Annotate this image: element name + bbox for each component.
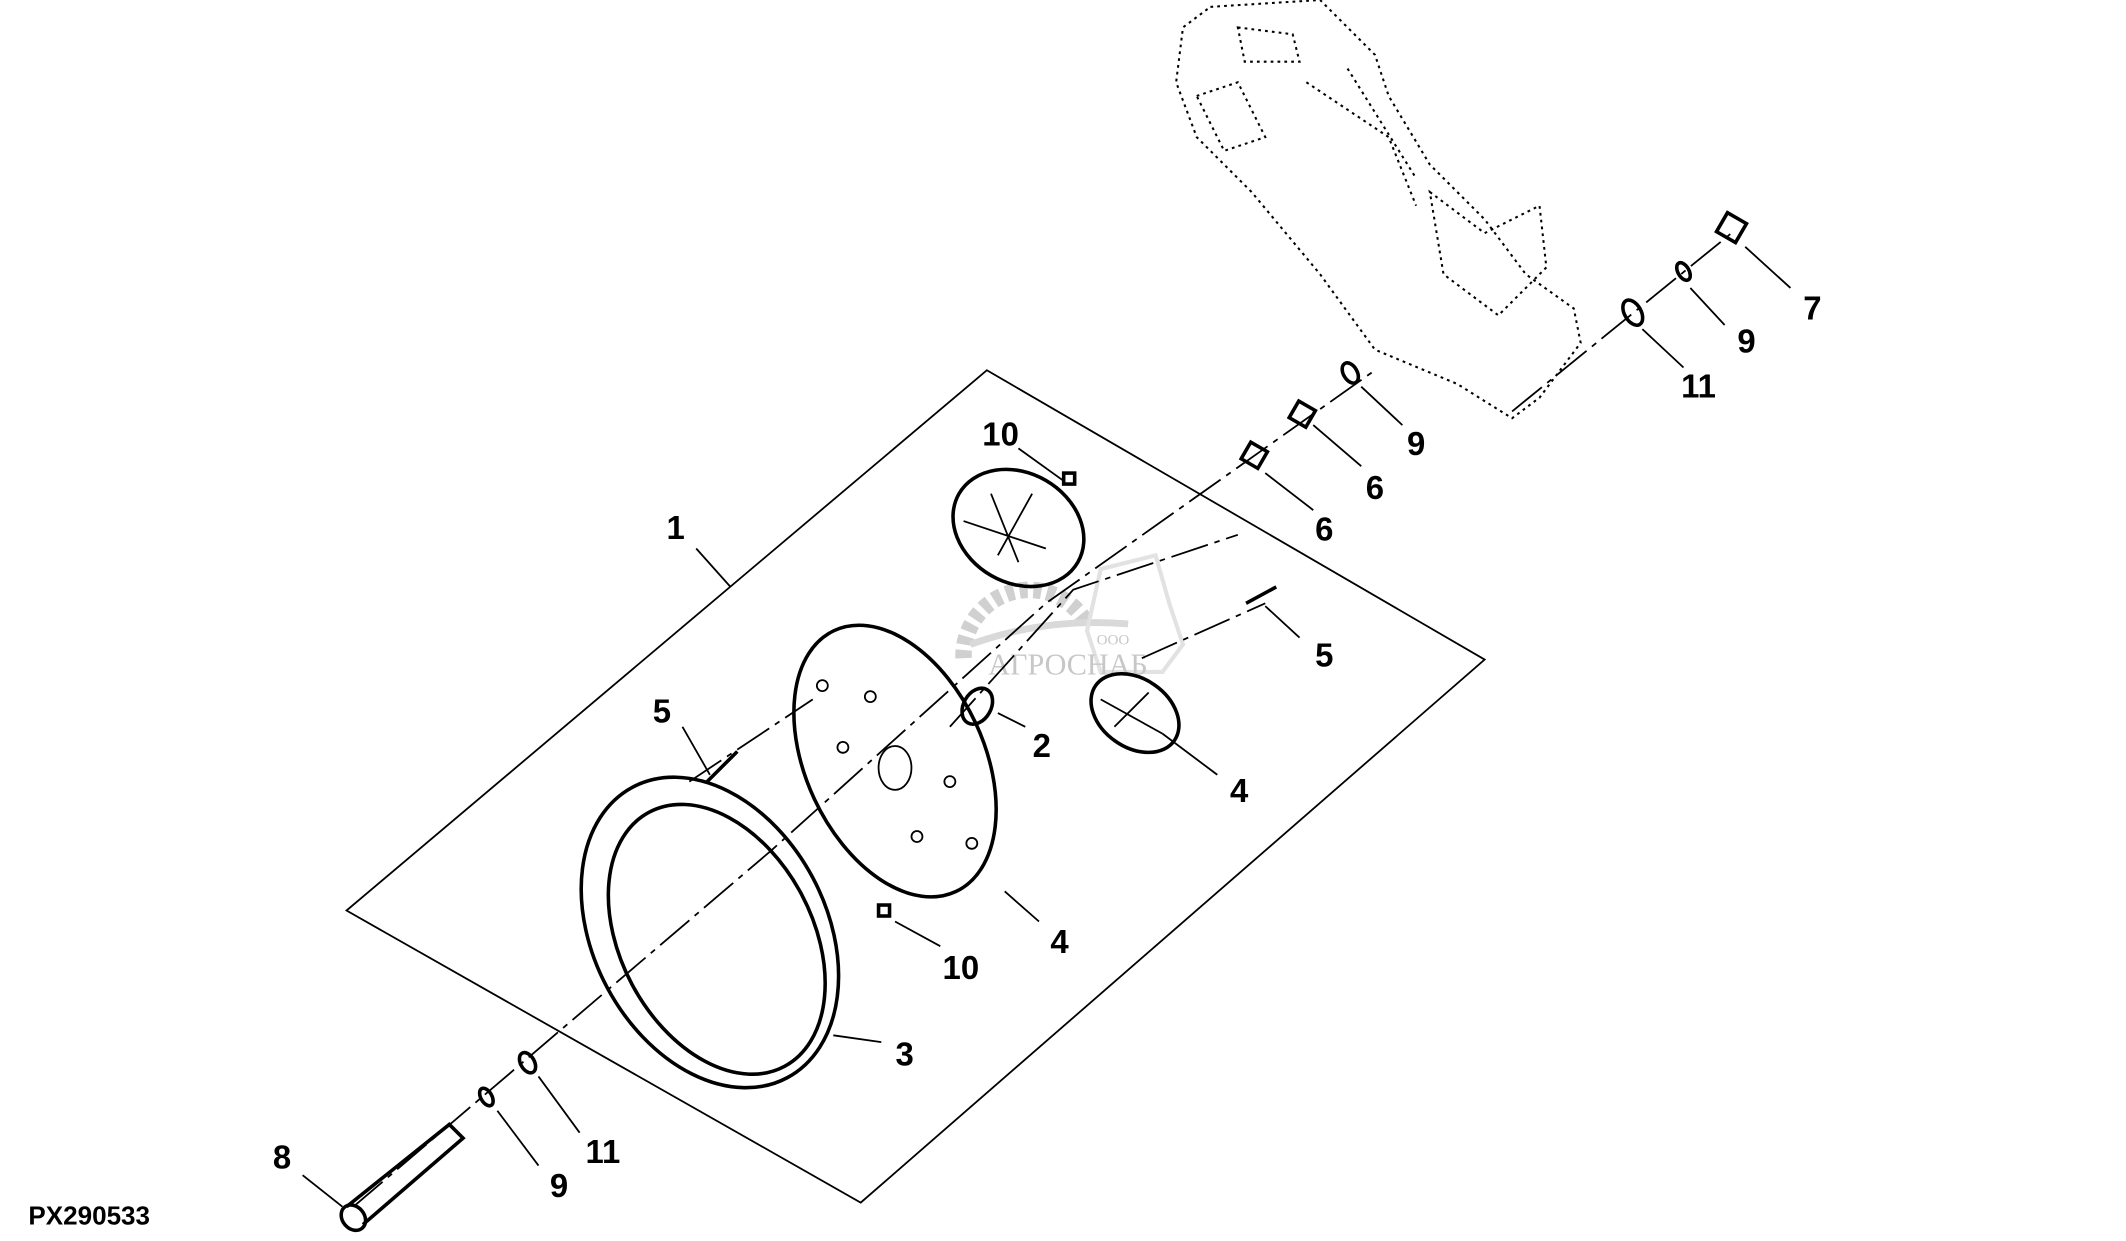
watermark-name: АГРОСНАБ	[988, 648, 1147, 682]
seal-disk-rear	[951, 467, 1086, 589]
figure-id: PX290533	[28, 1201, 150, 1231]
callout-10: 10	[943, 949, 980, 986]
watermark-logo: ООО АГРОСНАБ	[955, 552, 1186, 682]
callout-3: 3	[895, 1035, 913, 1072]
seal-disk-front	[1089, 671, 1181, 755]
bolt	[339, 1122, 466, 1233]
callout-6: 6	[1366, 469, 1384, 506]
callout-8: 8	[273, 1138, 291, 1175]
callout-2: 2	[1033, 727, 1051, 764]
small-hardware	[477, 210, 1749, 1108]
callout-11: 11	[586, 1133, 621, 1170]
callout-7: 7	[1803, 290, 1821, 327]
callout-9: 9	[1737, 322, 1755, 359]
mounting-bracket	[1175, 0, 1582, 420]
bearing	[960, 686, 995, 726]
callout-5: 5	[653, 693, 671, 730]
tire-ring	[579, 775, 841, 1090]
kit-outline	[344, 369, 1487, 1204]
callout-5: 5	[1315, 636, 1333, 673]
watermark-prefix: ООО	[1097, 632, 1130, 648]
callout-4: 4	[1230, 772, 1249, 809]
callout-9: 9	[550, 1167, 568, 1204]
callout-6: 6	[1315, 510, 1333, 547]
callout-1: 1	[666, 509, 684, 546]
callout-11: 11	[1681, 368, 1716, 405]
wheel-hub-disk	[792, 623, 998, 899]
callout-10: 10	[982, 416, 1019, 453]
callouts: 1 2 3 4 4 5 5 6 6 7 8 9 9 9 10 10 11 11	[273, 290, 1822, 1205]
callout-9: 9	[1407, 425, 1425, 462]
callout-4: 4	[1050, 923, 1069, 960]
